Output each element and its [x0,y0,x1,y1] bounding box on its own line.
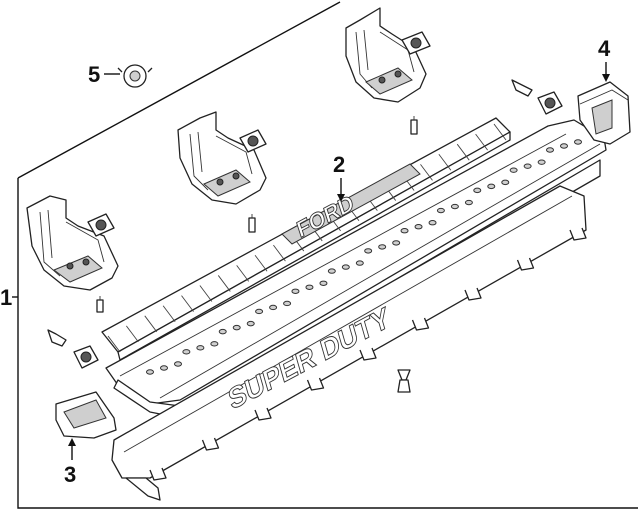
rail-hole [283,300,292,307]
callout-3-label: 3 [64,462,76,487]
tread-rib [144,315,158,333]
rail-hole [210,341,219,347]
rail-hole [400,228,409,234]
rail-hole [392,240,401,246]
rail-hole [487,183,496,190]
callout-4[interactable]: 4 [598,36,611,82]
rail-hole [436,207,445,214]
bolt-upper-right [511,79,533,97]
tread-rib [456,143,470,161]
mount-tab [254,407,272,421]
rail-hole [509,167,518,173]
rail-hole [523,163,532,169]
mount-tab [464,287,482,301]
mount-tab [516,257,535,271]
rail-hole [464,199,473,206]
rail-hole [450,203,459,210]
rail-hole [473,187,482,194]
tread-rib [162,305,176,322]
tread-rib [273,244,286,262]
bolt-left [96,296,104,313]
tread-rib [438,154,452,171]
end-cap-left [55,391,117,439]
rail-hole [218,328,227,335]
rail-hole [146,369,154,375]
rail-hole [428,220,437,226]
bolt-lower-left [47,329,67,347]
rail-hole [182,349,191,355]
tread-rib [217,275,231,292]
callout-1-label: 1 [0,285,12,310]
tread-rib [254,254,268,272]
mounting-bracket-left [26,195,119,291]
rail-hole [174,361,182,367]
rail-hole [364,248,373,254]
rail-hole [574,139,582,145]
step-pad: FORD [101,117,511,361]
tread-rib [475,133,488,151]
rail-hole [196,345,205,351]
bolt-right [410,116,418,135]
mount-tab [201,437,220,451]
tread-rib [236,265,250,282]
rail-hole [269,304,278,311]
mounting-bracket-middle [177,111,267,205]
rail-hole [501,179,510,186]
nut-clip-right [401,31,431,55]
rail-mount-tabs [149,227,587,481]
nut-clip-left [87,213,115,237]
callout-3[interactable]: 3 [64,438,76,487]
rail-hole [291,288,300,294]
rail-hole [255,308,264,315]
callout-2[interactable]: 2 [333,152,345,202]
assembly-outline [17,1,638,509]
rail-hole [378,244,387,250]
retainer-clip [397,369,411,393]
rail-hole [327,268,336,274]
nut-clip-middle [239,129,267,153]
rail-hole [160,365,168,371]
rail-holes [146,139,582,375]
rail-hole [537,159,546,165]
tread-rib [420,164,433,181]
rail-hole [355,260,364,266]
rail-hole [246,320,255,327]
push-pin-retainer [117,64,153,88]
callout-5-label: 5 [88,62,100,87]
mount-tab [569,227,587,241]
tread-rib [126,325,139,343]
rail-hole [305,284,314,290]
nut-clip-lower-left [73,345,99,369]
rail-hole [560,143,568,149]
rail-hole [341,264,350,270]
rail-hole [232,324,241,331]
rail-hole [319,280,328,286]
mount-tab [359,347,377,361]
tread-rib [181,295,194,312]
rail-hole [414,224,423,230]
callout-2-label: 2 [333,152,345,177]
rail-hole [546,147,554,153]
mount-tab [411,317,430,331]
tread-rib [493,123,507,141]
nut-clip-upper-right [537,91,563,115]
tread-rib [199,285,213,302]
callout-1[interactable]: 1 [0,285,18,310]
mount-tab [306,377,325,391]
bolt-middle [248,214,256,233]
end-cap-right [577,81,631,145]
tread-rib [107,335,121,353]
callout-5[interactable]: 5 [88,62,120,87]
mounting-bracket-right [345,7,427,103]
callout-4-label: 4 [598,36,611,61]
mount-tab [149,467,167,481]
